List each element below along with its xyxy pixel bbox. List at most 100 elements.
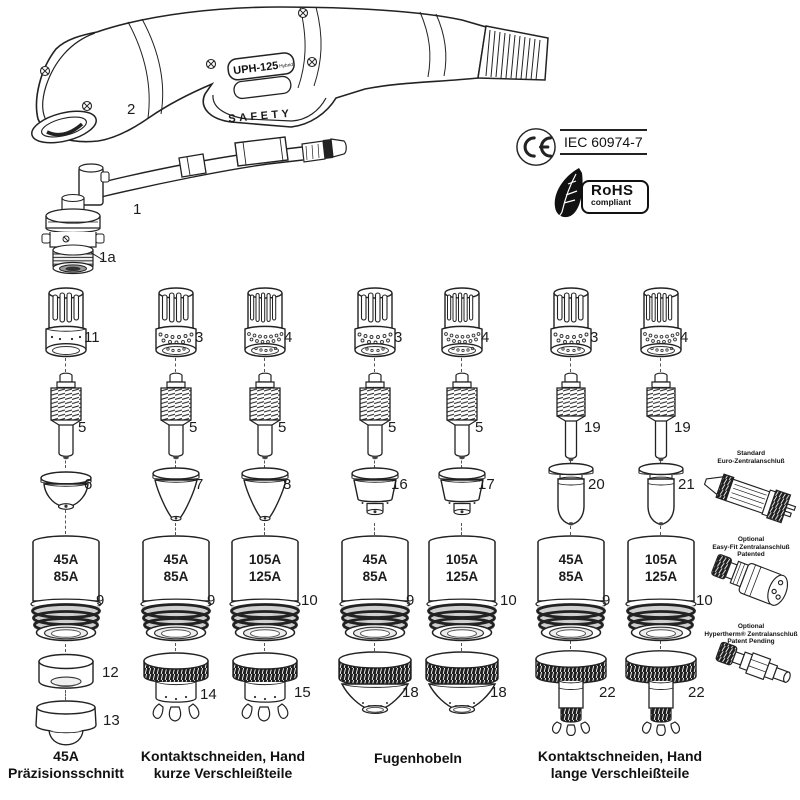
part-number: 4 <box>680 329 689 346</box>
torch-lance <box>78 136 347 206</box>
part-number: 11 <box>84 329 100 346</box>
axis-dash <box>65 644 66 652</box>
swirl-cap-part <box>434 284 490 362</box>
axis-dash <box>461 643 462 651</box>
swirl-cap-part <box>38 284 94 362</box>
axis-dash <box>570 526 571 535</box>
axis-dash <box>65 456 66 468</box>
electrode-part <box>154 371 198 461</box>
part-number: 9 <box>406 592 415 609</box>
nozzle-part <box>635 462 687 528</box>
axis-dash <box>65 690 66 700</box>
part-number: 15 <box>294 684 311 701</box>
axis-dash <box>374 456 375 468</box>
axis-dash <box>660 456 661 468</box>
axis-dash <box>374 523 375 535</box>
electrode-part <box>243 371 287 461</box>
axis-dash <box>65 510 66 534</box>
axis-dash <box>175 523 176 535</box>
connector-easyfit <box>703 549 800 622</box>
spacer-ring-part <box>34 652 98 692</box>
electrode-part <box>353 371 397 461</box>
rohs-logo: RoHS compliant <box>549 167 653 221</box>
nozzle-part <box>349 466 401 522</box>
part-number: 12 <box>102 664 119 681</box>
part-number-lance-connector: 1a <box>99 249 116 266</box>
axis-dash <box>175 456 176 468</box>
rohs-subtitle: compliant <box>591 197 632 207</box>
nozzle-part <box>239 466 291 526</box>
part-number: 17 <box>478 476 495 493</box>
part-number: 14 <box>200 686 217 703</box>
part-number-handle: 2 <box>127 101 136 118</box>
part-number: 18 <box>402 684 419 701</box>
axis-dash <box>570 358 571 372</box>
part-number: 10 <box>500 592 517 609</box>
axis-dash <box>660 641 661 649</box>
iec-standard-label: IEC 60974-7 <box>560 129 647 155</box>
part-number: 22 <box>688 684 705 701</box>
leader-line-1a <box>89 251 104 261</box>
part-number: 6 <box>84 476 93 493</box>
nozzle-part <box>545 462 597 528</box>
swirl-cap-part <box>237 284 293 362</box>
electrode-part <box>639 371 683 463</box>
torch-assembly-illustration: UPH-125 Hybrid SAFETY <box>31 6 549 275</box>
axis-dash <box>461 523 462 535</box>
axis-dash <box>264 358 265 372</box>
part-number: 9 <box>96 592 105 609</box>
axis-dash <box>461 456 462 468</box>
part-number: 22 <box>599 684 616 701</box>
part-number: 9 <box>207 592 216 609</box>
part-number: 7 <box>195 476 204 493</box>
part-number: 16 <box>391 476 408 493</box>
part-number: 21 <box>678 476 695 493</box>
axis-dash <box>175 643 176 651</box>
axis-dash <box>461 358 462 372</box>
part-number: 5 <box>388 419 397 436</box>
part-number: 5 <box>278 419 287 436</box>
connector-euro <box>697 461 800 533</box>
model-plate: UPH-125 Hybrid <box>227 52 295 81</box>
rohs-box: RoHS compliant <box>581 180 649 214</box>
part-number: 8 <box>283 476 292 493</box>
part-number: 20 <box>588 476 605 493</box>
part-number: 4 <box>481 329 490 346</box>
spacer-part <box>229 650 301 726</box>
nozzle-part <box>150 466 202 526</box>
electrode-part <box>549 371 593 463</box>
part-number: 19 <box>674 419 691 436</box>
part-number: 18 <box>490 684 507 701</box>
part-number: 13 <box>103 712 120 729</box>
ce-mark-icon <box>516 128 556 166</box>
axis-dash <box>175 358 176 372</box>
electrode-part <box>44 371 88 461</box>
rohs-title: RoHS <box>591 182 634 199</box>
axis-dash <box>264 643 265 651</box>
part-number: 19 <box>584 419 601 436</box>
cap-part <box>32 699 100 749</box>
swirl-cap-part <box>347 284 403 362</box>
axis-dash <box>264 523 265 535</box>
axis-dash <box>660 358 661 372</box>
part-number: 10 <box>696 592 713 609</box>
axis-dash <box>570 456 571 468</box>
axis-dash <box>374 358 375 372</box>
group-caption-gouging: Fugenhobeln <box>374 750 462 766</box>
swirl-cap-part <box>543 284 599 362</box>
part-number: 5 <box>475 419 484 436</box>
handle-screws <box>39 7 318 112</box>
